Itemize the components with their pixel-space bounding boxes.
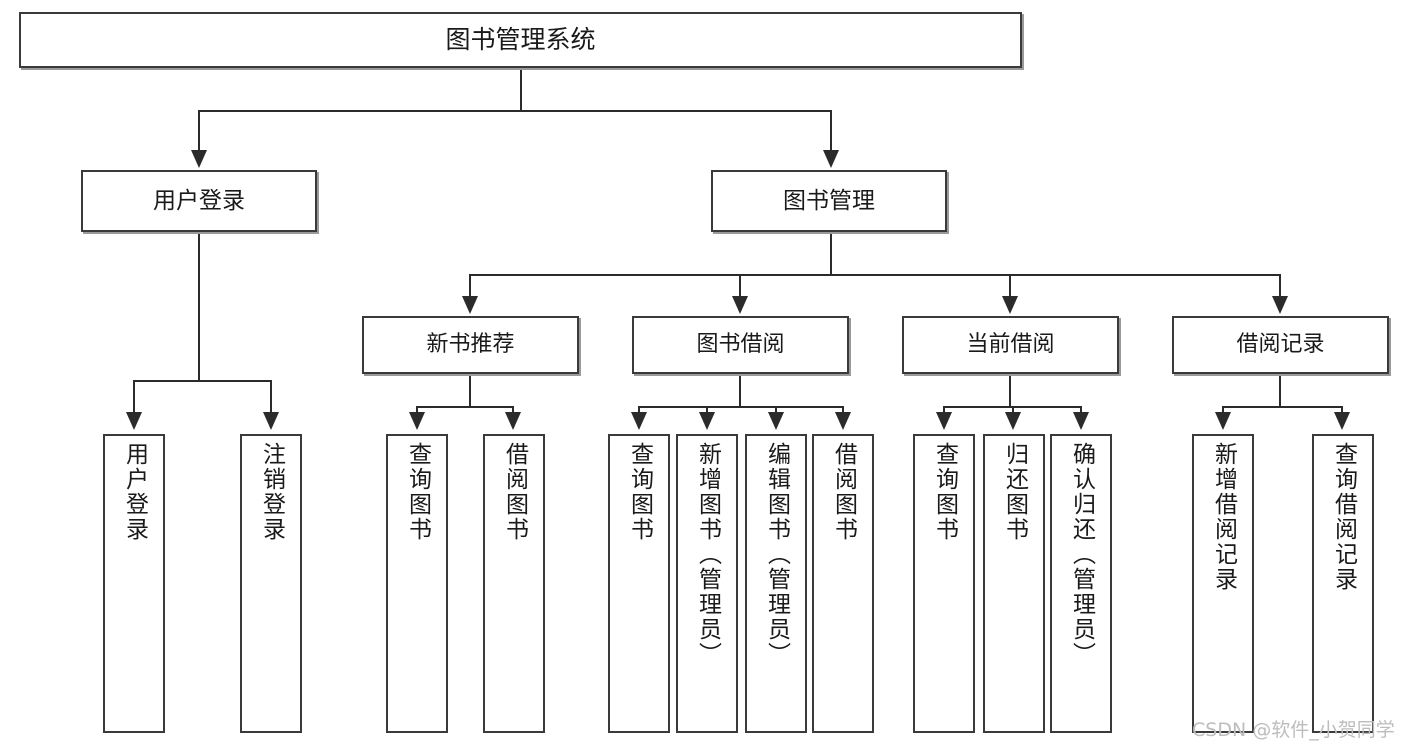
connector-current-borrow-drop-1	[943, 406, 945, 414]
arrow-user-login-leaf-2	[263, 412, 279, 430]
connector-borrow-record-stem	[1279, 374, 1281, 406]
connector-user-login-stem	[198, 232, 200, 380]
connector-book-manage-drop-1	[469, 274, 471, 298]
node-current-borrow-label: 当前借阅	[966, 332, 1055, 358]
connector-user-login-drop-1	[133, 380, 135, 414]
node-book-manage[interactable]: 图书管理	[711, 170, 947, 232]
node-leaf-cb-return-label: 归还图书	[1001, 442, 1028, 542]
node-leaf-cb-query-label: 查询图书	[931, 442, 958, 542]
node-new-book-rec[interactable]: 新书推荐	[362, 316, 579, 374]
node-leaf-bb-query[interactable]: 查询图书	[608, 434, 670, 733]
arrow-book-borrow-leaf-1	[631, 412, 647, 430]
connector-borrow-record-drop-1	[1222, 406, 1224, 414]
arrow-root-to-book-manage	[823, 150, 839, 168]
connector-borrow-record-drop-2	[1341, 406, 1343, 414]
arrow-book-manage-new-book-rec	[462, 296, 478, 314]
arrow-borrow-record-leaf-2	[1334, 412, 1350, 430]
connector-user-login-bus	[133, 380, 271, 382]
node-leaf-user-logout-label: 注销登录	[258, 442, 285, 542]
node-leaf-br-add[interactable]: 新增借阅记录	[1192, 434, 1254, 733]
connector-book-borrow-bus	[638, 406, 843, 408]
node-new-book-rec-label: 新书推荐	[426, 332, 515, 358]
node-leaf-bb-add-label: 新增图书（管理员）	[694, 442, 721, 667]
node-borrow-record[interactable]: 借阅记录	[1172, 316, 1389, 374]
arrow-book-manage-book-borrow	[732, 296, 748, 314]
arrow-book-manage-current-borrow	[1002, 296, 1018, 314]
connector-user-login-drop-2	[270, 380, 272, 414]
node-book-borrow[interactable]: 图书借阅	[632, 316, 849, 374]
node-book-manage-label: 图书管理	[783, 187, 875, 214]
node-leaf-user-login-label: 用户登录	[121, 442, 148, 542]
node-leaf-rec-query[interactable]: 查询图书	[386, 434, 448, 733]
connector-book-borrow-drop-1	[638, 406, 640, 414]
connector-book-manage-drop-4	[1279, 274, 1281, 298]
connector-book-manage-stem	[830, 232, 832, 274]
arrow-root-to-user-login	[191, 150, 207, 168]
node-leaf-br-add-label: 新增借阅记录	[1210, 442, 1237, 592]
node-borrow-record-label: 借阅记录	[1236, 332, 1325, 358]
connector-root-stem	[520, 68, 522, 110]
arrow-current-borrow-leaf-2	[1005, 412, 1021, 430]
node-leaf-user-logout[interactable]: 注销登录	[240, 434, 302, 733]
connector-root-bus	[198, 110, 832, 112]
node-leaf-bb-edit-label: 编辑图书（管理员）	[763, 442, 790, 667]
connector-root-to-book-manage	[830, 110, 832, 152]
node-leaf-cb-return[interactable]: 归还图书	[983, 434, 1045, 733]
node-root[interactable]: 图书管理系统	[19, 12, 1022, 68]
node-leaf-br-query-label: 查询借阅记录	[1330, 442, 1357, 592]
connector-book-borrow-drop-2	[706, 406, 708, 414]
node-leaf-rec-query-label: 查询图书	[404, 442, 431, 542]
node-leaf-rec-borrow-label: 借阅图书	[501, 442, 528, 542]
node-leaf-cb-confirm[interactable]: 确认归还（管理员）	[1050, 434, 1112, 733]
arrow-book-borrow-leaf-3	[768, 412, 784, 430]
arrow-borrow-record-leaf-1	[1215, 412, 1231, 430]
arrow-new-book-rec-leaf-2	[505, 412, 521, 430]
arrow-user-login-leaf-1	[126, 412, 142, 430]
arrow-book-borrow-leaf-2	[699, 412, 715, 430]
connector-new-book-rec-bus	[416, 406, 513, 408]
node-leaf-cb-confirm-label: 确认归还（管理员）	[1068, 442, 1095, 667]
connector-new-book-rec-stem	[469, 374, 471, 406]
node-leaf-bb-edit[interactable]: 编辑图书（管理员）	[745, 434, 807, 733]
connector-book-manage-drop-3	[1009, 274, 1011, 298]
arrow-book-manage-borrow-record	[1272, 296, 1288, 314]
connector-current-borrow-drop-2	[1012, 406, 1014, 414]
node-leaf-bb-borrow[interactable]: 借阅图书	[812, 434, 874, 733]
connector-book-borrow-stem	[739, 374, 741, 406]
connector-current-borrow-stem	[1009, 374, 1011, 406]
connector-book-manage-drop-2	[739, 274, 741, 298]
node-leaf-rec-borrow[interactable]: 借阅图书	[483, 434, 545, 733]
connector-new-book-rec-drop-2	[512, 406, 514, 414]
connector-current-borrow-drop-3	[1080, 406, 1082, 414]
arrow-current-borrow-leaf-3	[1073, 412, 1089, 430]
node-user-login[interactable]: 用户登录	[81, 170, 317, 232]
connector-root-to-user-login	[198, 110, 200, 152]
node-leaf-bb-query-label: 查询图书	[626, 442, 653, 542]
connector-borrow-record-bus	[1222, 406, 1342, 408]
arrow-new-book-rec-leaf-1	[409, 412, 425, 430]
node-user-login-label: 用户登录	[153, 187, 245, 214]
node-current-borrow[interactable]: 当前借阅	[902, 316, 1119, 374]
node-book-borrow-label: 图书借阅	[696, 332, 785, 358]
connector-book-borrow-drop-3	[775, 406, 777, 414]
connector-book-borrow-drop-4	[842, 406, 844, 414]
node-leaf-bb-add[interactable]: 新增图书（管理员）	[676, 434, 738, 733]
node-root-label: 图书管理系统	[445, 25, 596, 55]
node-leaf-cb-query[interactable]: 查询图书	[913, 434, 975, 733]
connector-new-book-rec-drop-1	[416, 406, 418, 414]
arrow-current-borrow-leaf-1	[936, 412, 952, 430]
node-leaf-user-login[interactable]: 用户登录	[103, 434, 165, 733]
connector-book-manage-bus	[469, 274, 1281, 276]
node-leaf-bb-borrow-label: 借阅图书	[830, 442, 857, 542]
arrow-book-borrow-leaf-4	[835, 412, 851, 430]
node-leaf-br-query[interactable]: 查询借阅记录	[1312, 434, 1374, 733]
